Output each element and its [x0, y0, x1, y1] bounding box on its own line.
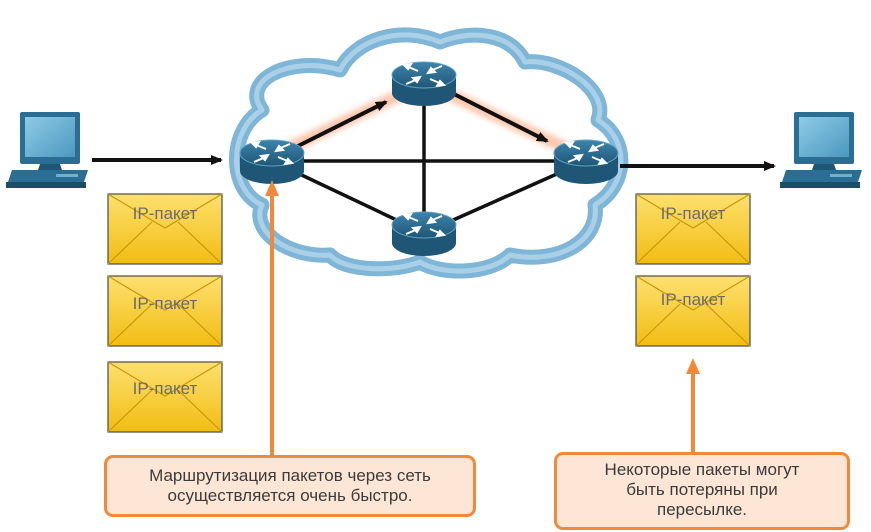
host-arrows — [88, 154, 776, 172]
router-icon — [553, 139, 619, 185]
envelope-icon — [635, 275, 751, 347]
packet-label: IP-пакет — [133, 204, 198, 223]
packet-label: IP-пакет — [661, 290, 726, 309]
packet-loss-callout: Некоторые пакеты могут быть потеряны при… — [554, 452, 850, 530]
packet-label: IP-пакет — [133, 294, 198, 313]
router-icon — [239, 139, 305, 185]
left-packet-3: IP-пакет — [107, 361, 223, 433]
router-icon — [391, 61, 457, 107]
route-arrows — [289, 90, 549, 152]
destination-computer-icon — [780, 112, 862, 188]
route-arrow-top-to-right — [449, 90, 549, 143]
right-packet-2: IP-пакет — [635, 275, 751, 347]
router-icon — [391, 211, 457, 257]
route-arrow-left-to-top — [289, 100, 388, 152]
packet-label: IP-пакет — [133, 379, 198, 398]
routing-speed-callout: Маршрутизация пакетов через сеть осущест… — [104, 455, 476, 517]
packet-label: IP-пакет — [661, 204, 726, 223]
callout-pointers — [265, 180, 700, 458]
right-packet-1: IP-пакет — [635, 193, 751, 265]
source-computer-icon — [6, 112, 88, 188]
left-packet-2: IP-пакет — [107, 275, 223, 347]
left-packet-1: IP-пакет — [107, 193, 223, 265]
network-cloud — [229, 27, 629, 279]
